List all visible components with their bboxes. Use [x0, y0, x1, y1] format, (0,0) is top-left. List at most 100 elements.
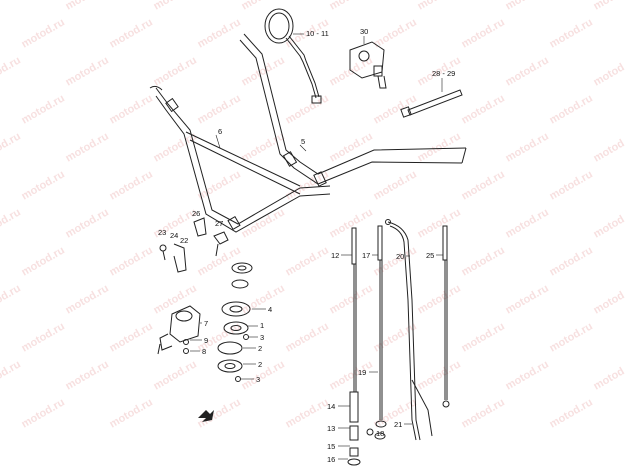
watermark-text: motod.ru [64, 282, 111, 316]
handlebar [240, 34, 466, 186]
watermark-text: motod.ru [328, 0, 375, 13]
watermark-text: motod.ru [372, 168, 419, 202]
callout-16: 16 [327, 455, 335, 464]
watermark-text: motod.ru [64, 130, 111, 164]
watermark-text: motod.ru [504, 0, 551, 13]
cable-25 [443, 226, 449, 407]
watermark-text: motod.ru [64, 206, 111, 240]
watermark-text: motod.ru [152, 0, 199, 13]
watermark-text: motod.ru [504, 54, 551, 88]
callout-27: 27 [215, 219, 223, 228]
callout-24: 24 [170, 231, 178, 240]
watermark-text: motod.ru [592, 0, 625, 13]
watermark-text: motod.ru [548, 92, 595, 126]
bracket-26 [194, 218, 206, 236]
watermark-text: motod.ru [548, 16, 595, 50]
watermark-text: motod.ru [504, 358, 551, 392]
callout-2b: 2 [258, 360, 262, 369]
callout-28-29: 28 - 29 [432, 69, 455, 78]
callout-14: 14 [327, 402, 335, 411]
watermark-text: motod.ru [152, 282, 199, 316]
watermark-text: motod.ru [108, 320, 155, 354]
watermark-text: motod.ru [0, 130, 23, 164]
watermark-text: motod.ru [460, 320, 507, 354]
watermark-text: motod.ru [372, 320, 419, 354]
callout-22: 22 [180, 236, 188, 245]
watermark-text: motod.ru [0, 0, 23, 13]
watermark-text: motod.ru [20, 320, 67, 354]
watermark-text: motod.ru [64, 358, 111, 392]
watermark-text: motod.ru [548, 244, 595, 278]
callout-1: 1 [260, 321, 264, 330]
watermark-text: motod.ru [372, 244, 419, 278]
callout-21: 21 [394, 420, 402, 429]
watermark-text: motod.ru [20, 168, 67, 202]
callout-18: 18 [376, 429, 384, 438]
cable-12 [348, 228, 360, 465]
callout-3a: 3 [260, 333, 264, 342]
watermark-text: motod.ru [0, 282, 23, 316]
callout-10-11: 10 - 11 [306, 29, 329, 38]
callout-8: 8 [202, 347, 206, 356]
callout-7: 7 [204, 319, 208, 328]
callout-25: 25 [426, 251, 434, 260]
watermark-text: motod.ru [20, 244, 67, 278]
watermark-text: motod.ru [328, 282, 375, 316]
watermark-layer: motod.ru motod.ru motod.ru motod.ru motod.ru… [0, 0, 625, 431]
watermark-text: motod.ru [460, 244, 507, 278]
watermark-text: motod.ru [328, 358, 375, 392]
callout-23: 23 [158, 228, 166, 237]
watermark-text: motod.ru [108, 244, 155, 278]
watermark-text: motod.ru [592, 206, 625, 240]
callout-26: 26 [192, 209, 200, 218]
watermark-text: motod.ru [108, 396, 155, 430]
callout-20: 20 [396, 252, 404, 261]
watermark-text: motod.ru [504, 282, 551, 316]
callout-9: 9 [204, 336, 208, 345]
watermark-text: motod.ru [284, 168, 331, 202]
watermark-text: motod.ru [460, 396, 507, 430]
watermark-text: motod.ru [592, 130, 625, 164]
watermark-text: motod.ru [592, 358, 625, 392]
watermark-text: motod.ru [196, 92, 243, 126]
watermark-text: motod.ru [20, 16, 67, 50]
watermark-text: motod.ru [0, 54, 23, 88]
callout-4: 4 [268, 305, 272, 314]
watermark-text: motod.ru [328, 206, 375, 240]
watermark-text: motod.ru [504, 130, 551, 164]
watermark-text: motod.ru [108, 92, 155, 126]
watermark-text: motod.ru [152, 358, 199, 392]
watermark-text: motod.ru [284, 92, 331, 126]
watermark-text: motod.ru [240, 206, 287, 240]
watermark-text: motod.ru [548, 396, 595, 430]
watermark-text: motod.ru [240, 282, 287, 316]
watermark-text: motod.ru [64, 54, 111, 88]
watermark-text: motod.ru [592, 282, 625, 316]
callout-12: 12 [331, 251, 339, 260]
watermark-text: motod.ru [372, 92, 419, 126]
watermark-text: motod.ru [284, 244, 331, 278]
watermark-text: motod.ru [0, 206, 23, 240]
watermark-text: motod.ru [416, 206, 463, 240]
watermark-text: motod.ru [504, 206, 551, 240]
watermark-text: motod.ru [196, 16, 243, 50]
watermark-text: motod.ru [64, 0, 111, 13]
watermark-text: motod.ru [240, 0, 287, 13]
watermark-text: motod.ru [460, 168, 507, 202]
callout-30: 30 [360, 27, 368, 36]
watermark-text: motod.ru [460, 16, 507, 50]
watermark-text: motod.ru [548, 320, 595, 354]
watermark-text: motod.ru [108, 168, 155, 202]
callout-13: 13 [327, 424, 335, 433]
watermark-text: motod.ru [372, 16, 419, 50]
callout-5: 5 [301, 137, 305, 146]
watermark-text: motod.ru [240, 130, 287, 164]
mirror-glass [269, 13, 289, 39]
callout-17: 17 [362, 251, 370, 260]
watermark-text: motod.ru [284, 396, 331, 430]
watermark-text: motod.ru [0, 358, 23, 392]
watermark-text: motod.ru [284, 320, 331, 354]
watermark-text: motod.ru [196, 168, 243, 202]
